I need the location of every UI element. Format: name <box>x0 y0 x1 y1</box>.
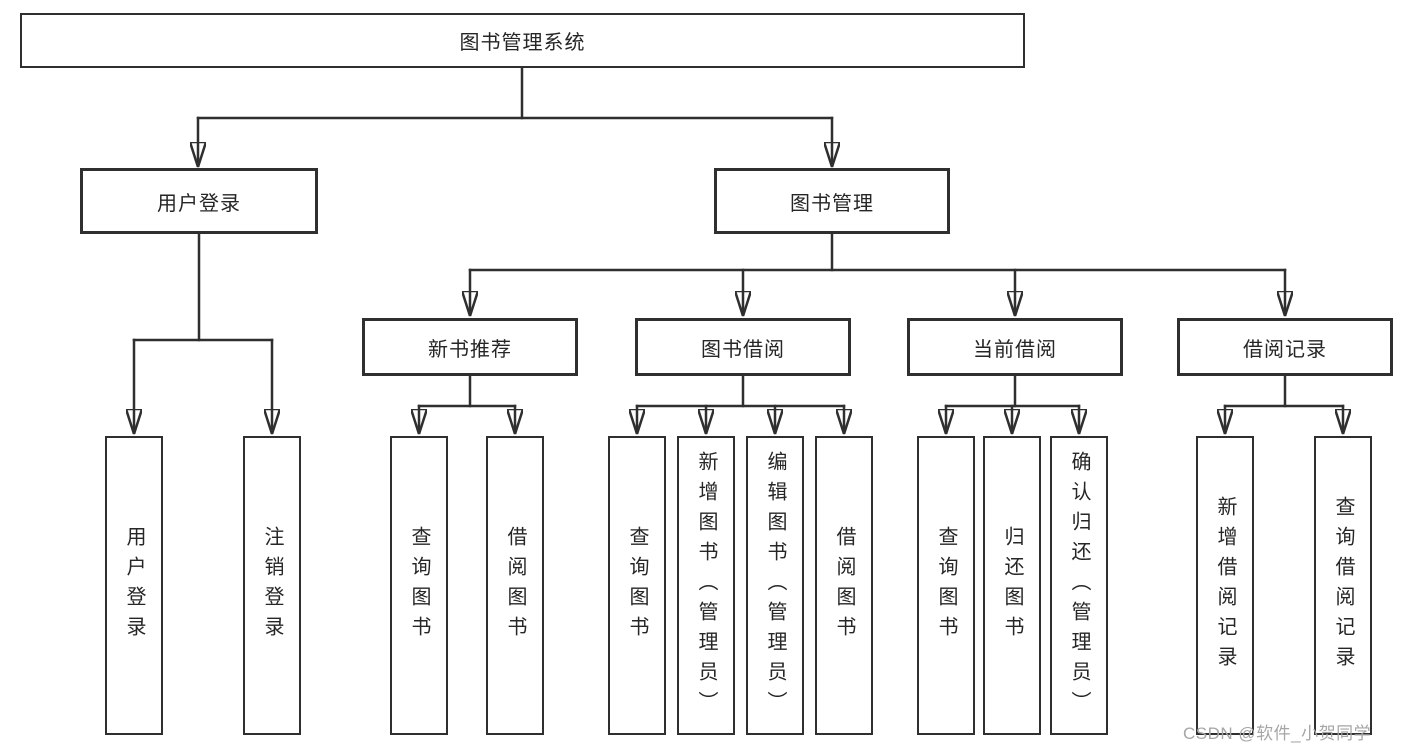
leaf-records-add-borrow-record: 新增借阅记录 <box>1196 436 1254 735</box>
leaf-borrowing-add-book-admin: 新增图书（管理员） <box>677 436 735 735</box>
leaf-recommend-borrow-books: 借阅图书 <box>486 436 544 735</box>
leaf-current-return-books: 归还图书 <box>983 436 1041 735</box>
leaf-current-confirm-return-admin: 确认归还（管理员） <box>1050 436 1108 735</box>
node-library-management-system: 图书管理系统 <box>20 13 1025 68</box>
node-book-borrowing: 图书借阅 <box>635 318 851 376</box>
csdn-watermark: CSDN @软件_小贺同学 <box>1183 724 1372 743</box>
node-new-book-recommend: 新书推荐 <box>362 318 578 376</box>
node-book-management-branch: 图书管理 <box>714 168 950 234</box>
node-user-login-branch: 用户登录 <box>80 168 318 234</box>
leaf-borrowing-borrow-books: 借阅图书 <box>815 436 873 735</box>
leaf-user-login: 用户登录 <box>105 436 163 735</box>
leaf-logout: 注销登录 <box>243 436 301 735</box>
leaf-borrowing-edit-book-admin: 编辑图书（管理员） <box>746 436 804 735</box>
leaf-current-query-books: 查询图书 <box>917 436 975 735</box>
leaf-records-query-borrow-record: 查询借阅记录 <box>1314 436 1372 735</box>
leaf-recommend-query-books: 查询图书 <box>390 436 448 735</box>
leaf-borrowing-query-books: 查询图书 <box>608 436 666 735</box>
node-current-borrowing: 当前借阅 <box>907 318 1123 376</box>
node-borrow-records: 借阅记录 <box>1177 318 1393 376</box>
